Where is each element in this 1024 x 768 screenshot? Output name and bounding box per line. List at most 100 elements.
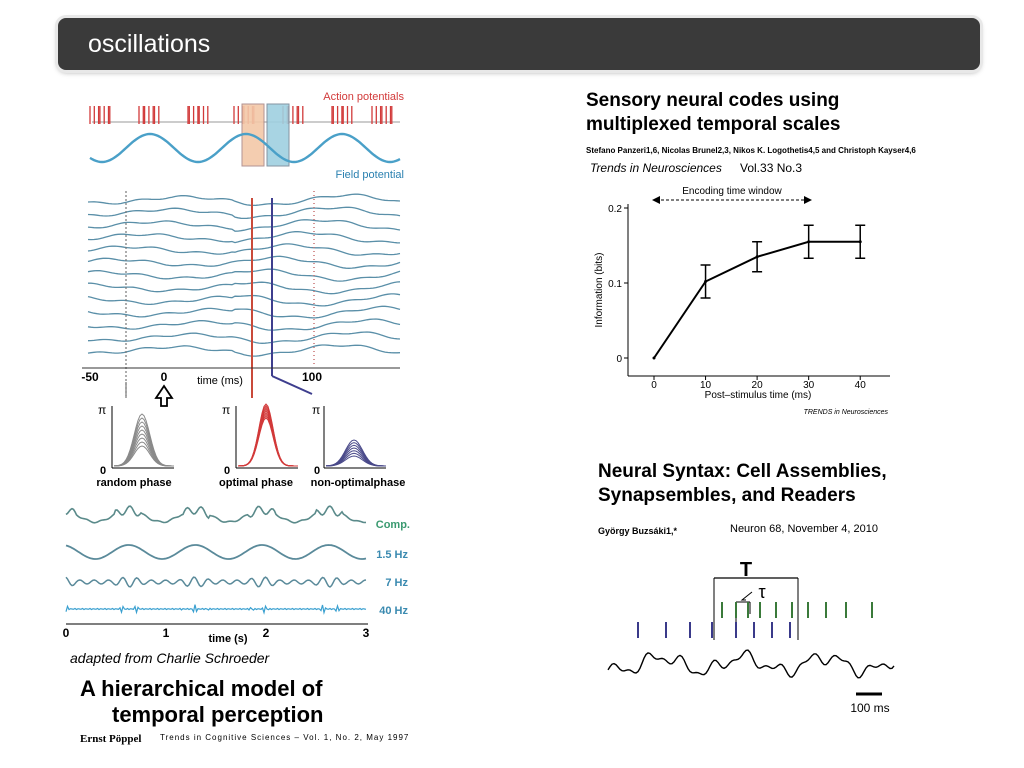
oscillation-trace — [65, 603, 367, 615]
y-tick-label: 0.1 — [608, 279, 622, 290]
x-axis-label: Post–stimulus time (ms) — [705, 390, 812, 401]
phase-plot-nonoptimal — [323, 406, 387, 469]
y-axis-label: Information (bits) — [594, 252, 605, 327]
data-point — [858, 240, 862, 244]
phase-plot-ymax: π — [312, 403, 320, 417]
big-t-label: T — [740, 559, 752, 581]
field-potential-trace — [89, 132, 401, 164]
adapted-from-caption: adapted from Charlie Schroeder — [70, 650, 270, 666]
panzeri-authors: Stefano Panzeri1,6, Nicolas Brunel2,3, N… — [586, 146, 916, 155]
lfp-trial-trace — [87, 243, 401, 256]
lfp-trial-trace — [87, 331, 401, 344]
poppel-paper-title-line1: A hierarchical model of — [80, 676, 323, 701]
lfp-trial-trace — [87, 255, 401, 269]
x-tick-label: 20 — [752, 380, 764, 391]
phase-plot-ymin: 0 — [224, 465, 230, 477]
lfp-trial-trace — [87, 293, 401, 307]
x-tick-label: 10 — [700, 380, 712, 391]
time-s-tick: 0 — [63, 626, 70, 640]
phase-plot-ymin: 0 — [314, 465, 320, 477]
y-tick-label: 0 — [616, 354, 622, 365]
small-tau-label: τ — [758, 582, 765, 602]
lfp-trial-trace — [87, 193, 401, 207]
lfp-trace — [607, 649, 895, 679]
phase-plot-label: non-optimalphase — [311, 477, 406, 489]
field-potential-label: Field potential — [336, 169, 405, 181]
chart-credit: TRENDS in Neurosciences — [804, 409, 889, 416]
y-tick-label: 0.2 — [608, 204, 622, 215]
panzeri-title-line2: multiplexed temporal scales — [586, 114, 841, 135]
data-point — [704, 280, 708, 283]
trace-label-comp: Comp. — [376, 519, 410, 531]
phase-curve — [113, 437, 174, 467]
x-tick-label: 0 — [651, 380, 657, 391]
panzeri-journal: Trends in Neurosciences — [590, 161, 722, 175]
trace-label-40hz: 40 Hz — [379, 605, 408, 617]
phase-curve — [237, 413, 298, 467]
slide-title-bar: oscillations — [58, 18, 980, 70]
time-tick: 100 — [302, 370, 322, 384]
phase-plot-ymax: π — [222, 403, 230, 417]
oscillation-trace — [65, 505, 367, 524]
scale-bar-label: 100 ms — [850, 701, 889, 715]
time-s-tick: 3 — [363, 626, 370, 640]
time-tick: 0 — [161, 370, 168, 384]
phase-curve — [113, 417, 174, 467]
arrow-to-non-optimal — [271, 375, 313, 395]
phase-curve — [113, 413, 174, 467]
lfp-trial-trace — [88, 281, 401, 295]
lfp-trial-trace — [87, 318, 401, 331]
phase-plot-label: random phase — [96, 477, 171, 489]
lfp-trial-trace — [87, 219, 401, 232]
phase-curve — [237, 417, 298, 467]
buzsaki-title-line1: Neural Syntax: Cell Assemblies, — [598, 461, 887, 482]
arrow-left-icon — [652, 196, 660, 204]
left-figure: Action potentials Field potential -50 0 … — [63, 91, 410, 645]
cell-assembly-figure: T τ 100 ms — [607, 559, 895, 715]
phase-curve — [325, 439, 387, 467]
phase-plot-optimal — [235, 403, 298, 469]
lfp-trial-trace — [87, 305, 401, 319]
trace-label-7hz: 7 Hz — [385, 577, 408, 589]
x-tick-label: 30 — [803, 380, 815, 391]
action-potentials-label: Action potentials — [323, 91, 404, 103]
buzsaki-title-line2: Synapsembles, and Readers — [598, 485, 856, 506]
data-point — [807, 240, 811, 244]
phase-curve — [113, 421, 174, 467]
encoding-window-label: Encoding time window — [682, 186, 782, 197]
bottom-traces — [65, 505, 367, 615]
x-tick-label: 40 — [855, 380, 867, 391]
time-axis-label: time (ms) — [197, 375, 243, 387]
stacked-lfp-traces — [87, 193, 401, 357]
time-s-axis-label: time (s) — [208, 633, 247, 645]
poppel-author: Ernst Pöppel — [80, 733, 142, 745]
data-point — [755, 255, 759, 259]
time-tick: -50 — [81, 370, 99, 384]
data-point — [652, 356, 656, 360]
panzeri-volume: Vol.33 No.3 — [740, 161, 803, 175]
phase-plot-random — [111, 406, 174, 469]
buzsaki-author: György Buzsáki1,* — [598, 526, 678, 536]
phase-curve — [113, 441, 174, 467]
time-s-tick: 2 — [263, 626, 270, 640]
lfp-trial-trace — [87, 344, 401, 357]
lfp-trial-trace — [87, 206, 401, 220]
stimulus-arrow-icon — [154, 384, 174, 407]
lfp-trial-trace — [87, 268, 401, 282]
trace-label-1-5hz: 1.5 Hz — [376, 549, 408, 561]
phase-curve — [237, 403, 298, 467]
phase-plot-ymin: 0 — [100, 465, 106, 477]
poppel-paper-title-line2: temporal perception — [112, 702, 324, 727]
poppel-citation: Trends in Cognitive Sciences – Vol. 1, N… — [160, 733, 410, 742]
tau-arrow-icon — [740, 591, 753, 601]
information-chart: Encoding time window Information (bits) … — [594, 186, 890, 416]
oscillation-trace — [65, 544, 367, 560]
buzsaki-journal: Neuron 68, November 4, 2010 — [730, 523, 878, 535]
blue-phase-highlight — [266, 103, 290, 167]
lfp-trial-trace — [87, 231, 401, 244]
arrow-right-icon — [804, 196, 812, 204]
panzeri-title-line1: Sensory neural codes using — [586, 90, 840, 111]
time-s-tick: 1 — [163, 626, 170, 640]
oscillation-trace — [65, 576, 367, 588]
slide-title: oscillations — [88, 30, 211, 58]
